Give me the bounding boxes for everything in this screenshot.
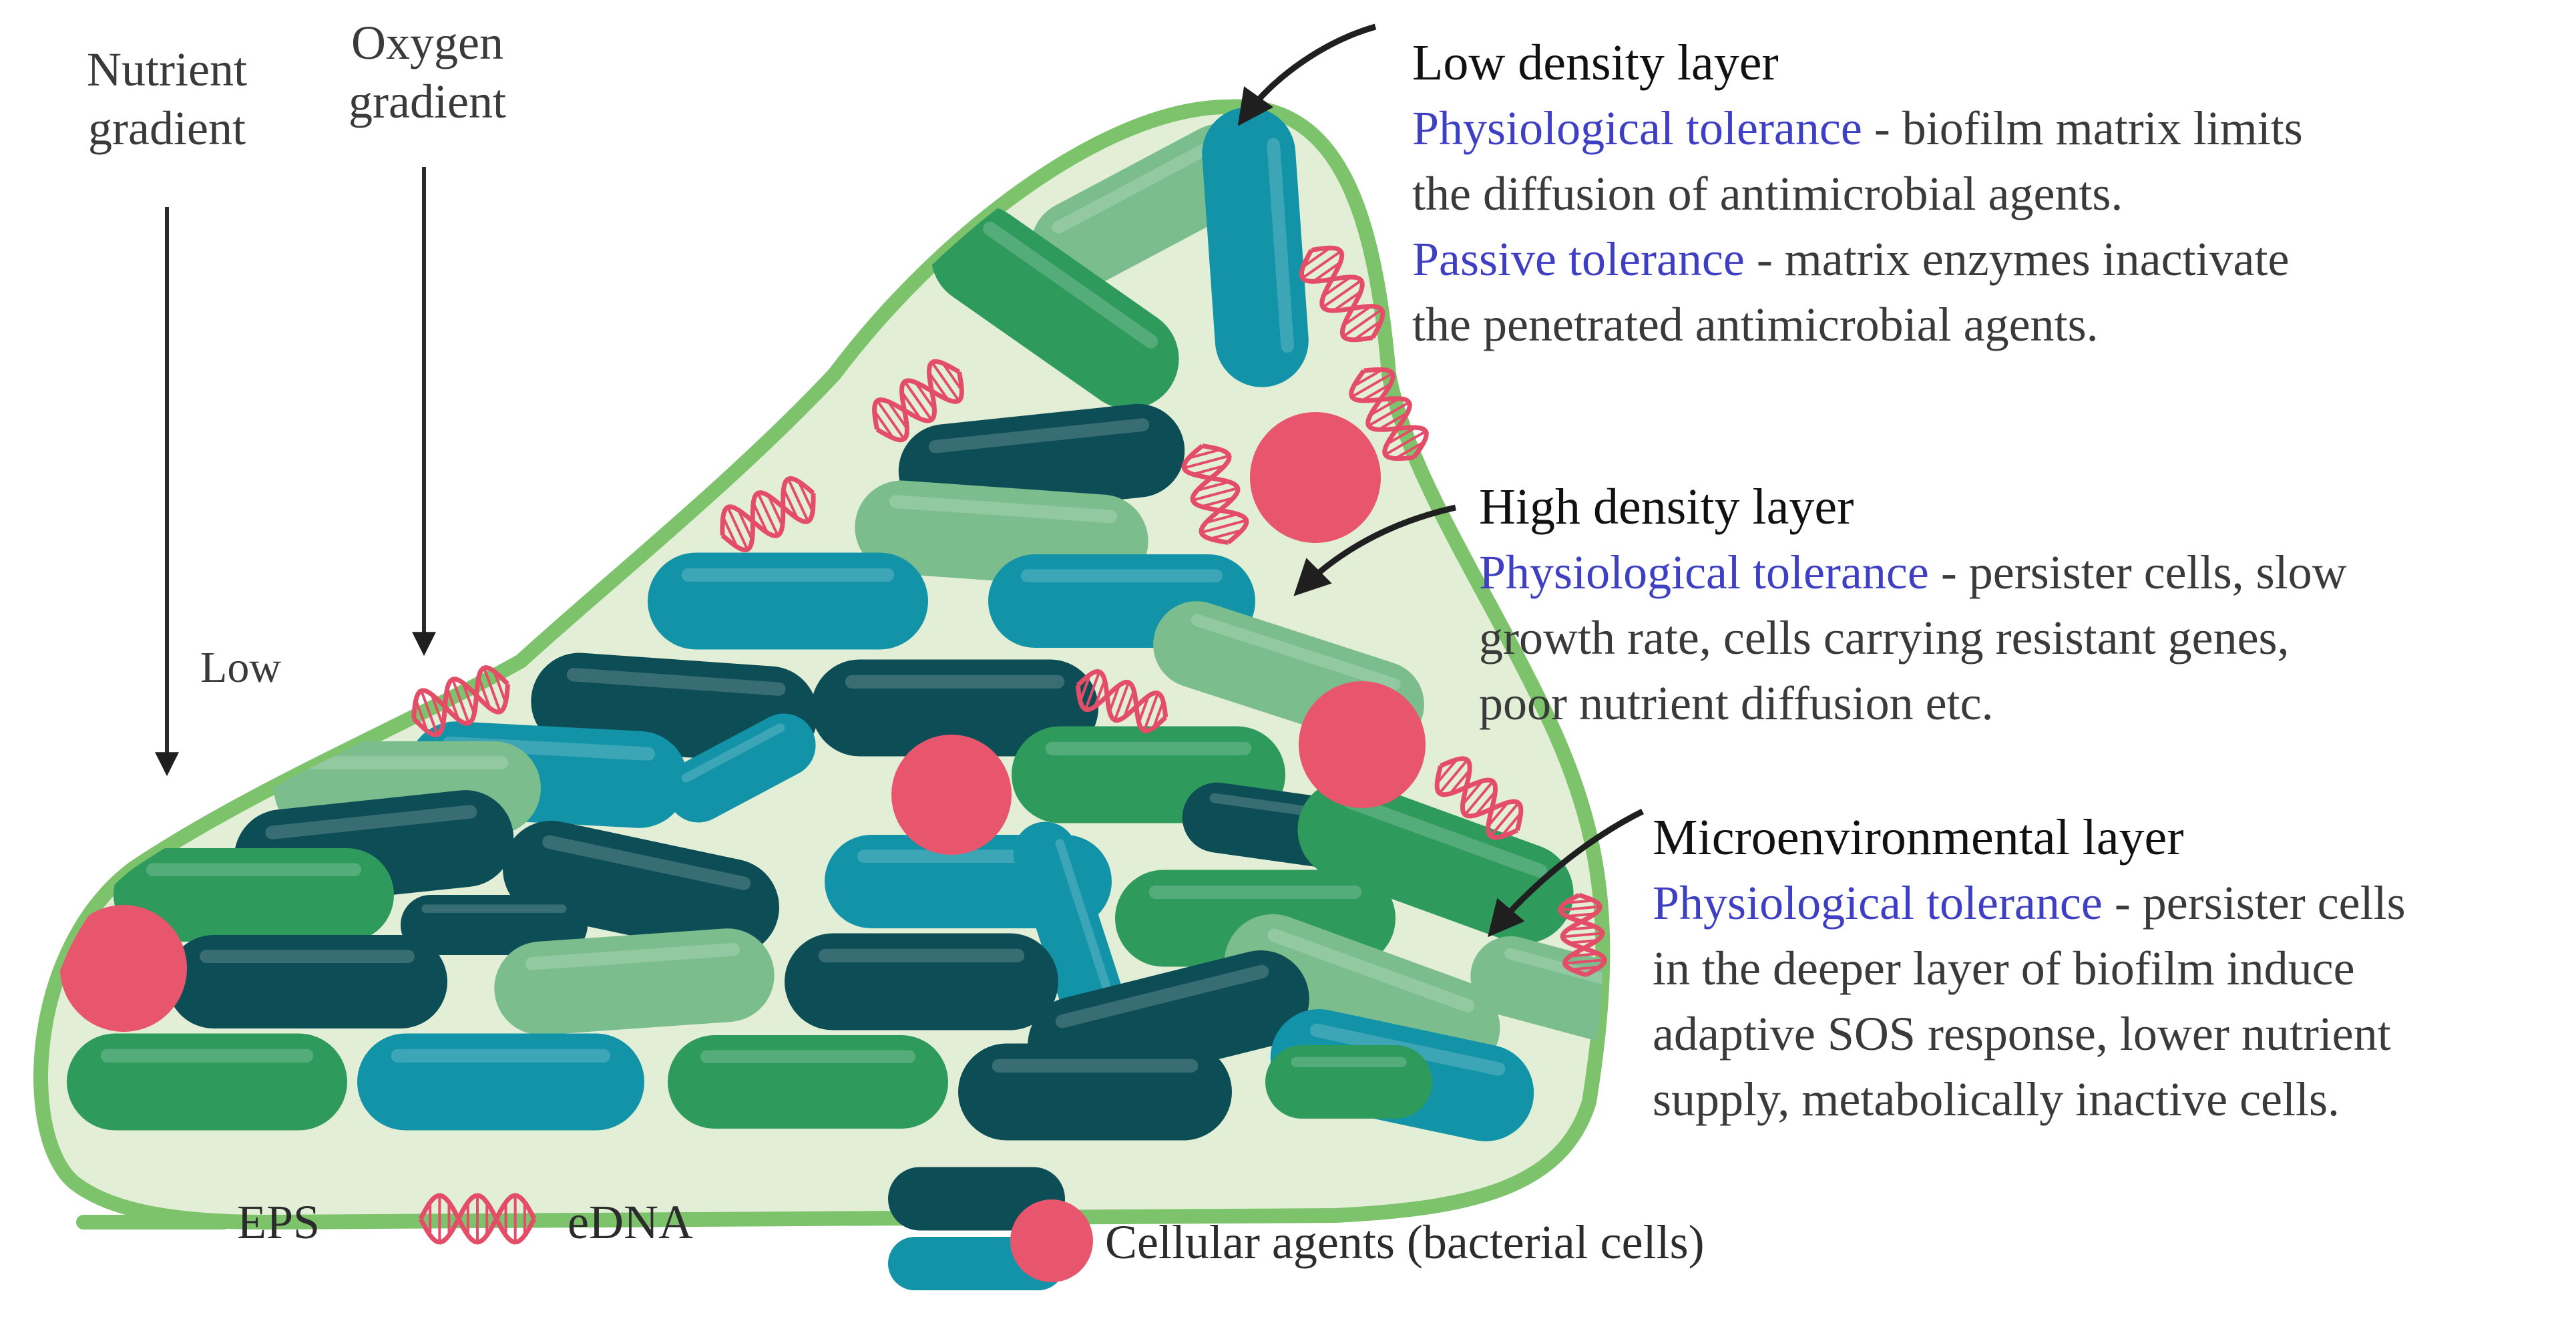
rod-cell bbox=[114, 848, 394, 942]
rod-cell-highlight bbox=[391, 1049, 611, 1063]
rod-cell bbox=[494, 928, 775, 1035]
rod-cell bbox=[401, 895, 588, 955]
annotation-line: the diffusion of antimicrobial agents. bbox=[1412, 167, 2123, 220]
edna-strands-group bbox=[411, 245, 1607, 978]
rod-cell bbox=[648, 552, 928, 650]
rod-cell-highlight bbox=[992, 1059, 1199, 1073]
annotation-line: Physiological tolerance - persister cell… bbox=[1653, 876, 2406, 930]
rod-cell-highlight bbox=[845, 675, 1065, 689]
edna-helix-icon bbox=[1299, 245, 1385, 343]
coccus-cell bbox=[1250, 412, 1381, 543]
annotation-line: in the deeper layer of biofilm induce bbox=[1653, 942, 2355, 995]
rod-cell-highlight bbox=[200, 950, 415, 963]
rod-cell bbox=[668, 1035, 948, 1129]
oxygen-label-line: Oxygen bbox=[351, 16, 503, 69]
edna-helix-icon bbox=[411, 665, 510, 738]
rod-cell-highlight bbox=[1191, 614, 1401, 691]
coccus-cell bbox=[60, 905, 187, 1032]
microenvironmental-layer-annotation: Microenvironmental layer Physiological t… bbox=[1653, 805, 2406, 1132]
rod-cell bbox=[1265, 1045, 1432, 1119]
rod-cell-highlight bbox=[1045, 741, 1252, 755]
edna-helix-icon bbox=[720, 476, 816, 553]
annotation-line: Passive tolerance - matrix enzymes inact… bbox=[1412, 232, 2290, 286]
rod-cell-highlight bbox=[1342, 794, 1548, 878]
rod-cell-highlight bbox=[1148, 885, 1362, 899]
rod-cell-highlight bbox=[1021, 569, 1223, 582]
rod-cell bbox=[357, 1033, 644, 1131]
rod-cell-highlight bbox=[1504, 948, 1603, 987]
coccus-cell bbox=[1299, 681, 1426, 808]
rod-cell bbox=[1202, 107, 1309, 387]
rod-cell-highlight bbox=[818, 948, 1025, 962]
edna-helix-icon bbox=[1434, 756, 1524, 840]
nutrient-gradient-label: Nutrient gradient bbox=[73, 40, 260, 158]
rod-cell-highlight bbox=[889, 495, 1118, 524]
legend-edna-icon bbox=[418, 1193, 537, 1245]
rod-cell bbox=[167, 935, 447, 1028]
edna-helix-icon bbox=[1181, 443, 1249, 545]
microenvironmental-pointer-arrow bbox=[1488, 808, 1645, 938]
rod-cell bbox=[785, 933, 1058, 1030]
edna-helix-icon bbox=[1349, 367, 1429, 461]
rod-cell-highlight bbox=[306, 756, 508, 769]
rod-cell-highlight bbox=[1052, 137, 1223, 234]
rod-cell-highlight bbox=[1267, 928, 1475, 1013]
rod-cell-highlight bbox=[542, 835, 751, 890]
oxygen-label-line: gradient bbox=[349, 75, 506, 128]
legend-coccus-cell bbox=[1010, 1199, 1093, 1282]
annotation-line: growth rate, cells carrying resistant ge… bbox=[1479, 611, 2290, 665]
rod-cell-highlight bbox=[1055, 964, 1269, 1028]
legend-cells-label: Cellular agents (bacterial cells) bbox=[1105, 1215, 1705, 1269]
annotation-line: Physiological tolerance - biofilm matrix… bbox=[1412, 102, 2303, 155]
rod-cell-highlight bbox=[566, 668, 786, 696]
low-density-layer-annotation: Low density layer Physiological toleranc… bbox=[1412, 30, 2303, 357]
low-density-layer-title: Low density layer bbox=[1412, 35, 1779, 91]
rod-cell bbox=[1470, 936, 1603, 1041]
legend-cells-icon bbox=[888, 1167, 1093, 1290]
rod-cell bbox=[811, 659, 1098, 757]
edna-helix-icon bbox=[1075, 669, 1168, 734]
low-density-pointer-arrow bbox=[1237, 23, 1377, 126]
rod-cell bbox=[958, 1043, 1232, 1141]
coccus-cell bbox=[891, 735, 1012, 855]
rod-cell-highlight bbox=[983, 222, 1158, 349]
rod-cell bbox=[931, 205, 1179, 409]
rod-cell bbox=[67, 1033, 347, 1131]
rod-cell-highlight bbox=[100, 1049, 314, 1063]
microenvironmental-layer-title: Microenvironmental layer bbox=[1653, 809, 2184, 866]
annotation-line: Physiological tolerance - persister cell… bbox=[1479, 546, 2347, 599]
rod-cell-highlight bbox=[681, 723, 785, 783]
rod-cell-highlight bbox=[1291, 1057, 1407, 1067]
legend-edna-label: eDNA bbox=[568, 1195, 693, 1249]
rod-cell-highlight bbox=[525, 942, 740, 970]
rod-cell-highlight bbox=[681, 568, 895, 582]
high-density-layer-annotation: High density layer Physiological toleran… bbox=[1479, 474, 2347, 736]
rod-cell-highlight bbox=[928, 418, 1150, 453]
edna-helix-icon bbox=[418, 1193, 537, 1245]
oxygen-gradient-label: Oxygen gradient bbox=[334, 13, 521, 131]
rod-cell-highlight bbox=[700, 1050, 915, 1063]
rod-cell-highlight bbox=[1055, 839, 1114, 1000]
annotation-line: poor nutrient diffusion etc. bbox=[1479, 677, 1994, 730]
nutrient-label-line: gradient bbox=[88, 102, 246, 155]
annotation-line: the penetrated antimicrobial agents. bbox=[1412, 298, 2099, 351]
low-gradient-label: Low bbox=[200, 643, 281, 692]
nutrient-label-line: Nutrient bbox=[87, 43, 247, 96]
rod-cell-highlight bbox=[146, 863, 361, 876]
bacterial-cells-group bbox=[60, 107, 1603, 1142]
high-density-pointer-arrow bbox=[1293, 504, 1456, 596]
high-density-layer-title: High density layer bbox=[1479, 479, 1854, 535]
edna-helix-icon bbox=[1558, 892, 1607, 978]
annotation-line: supply, metabolically inactive cells. bbox=[1653, 1073, 2340, 1126]
edna-helix-icon bbox=[872, 359, 964, 443]
legend-eps-label: EPS bbox=[237, 1195, 320, 1249]
rod-cell-highlight bbox=[265, 805, 477, 839]
rod-cell bbox=[1013, 821, 1124, 1028]
annotation-line: adaptive SOS response, lower nutrient bbox=[1653, 1007, 2391, 1061]
rod-cell bbox=[666, 713, 816, 823]
rod-cell-highlight bbox=[1267, 138, 1295, 353]
rod-cell-highlight bbox=[421, 904, 567, 913]
